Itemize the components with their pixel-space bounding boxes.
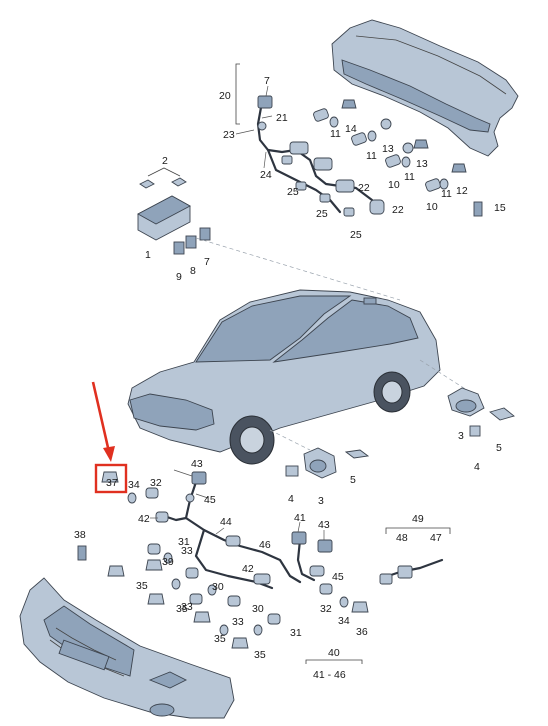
label-22: 22	[392, 204, 404, 216]
label-35: 35	[214, 633, 226, 645]
label-35: 35	[136, 580, 148, 592]
label-34: 34	[128, 479, 140, 491]
label-45: 45	[332, 571, 344, 583]
label-41-46: 41 - 46	[313, 669, 346, 681]
rear-bumper	[331, 19, 519, 157]
label-11: 11	[330, 128, 341, 140]
label-43: 43	[318, 519, 330, 531]
label-30: 30	[252, 603, 264, 615]
label-40: 40	[328, 647, 340, 659]
label-12: 12	[456, 185, 468, 197]
label-23: 23	[223, 129, 235, 141]
label-41: 41	[294, 512, 306, 524]
label-36: 36	[356, 626, 368, 638]
label-32: 32	[150, 477, 162, 489]
label-3: 3	[318, 495, 324, 507]
label-49: 49	[412, 513, 424, 525]
label-3: 3	[458, 430, 464, 442]
label-22: 22	[358, 182, 370, 194]
label-25: 25	[316, 208, 328, 220]
side-parts	[285, 387, 515, 479]
label-46: 46	[259, 539, 271, 551]
label-10: 10	[388, 179, 400, 191]
label-39: 39	[162, 556, 174, 568]
label-8: 8	[190, 265, 196, 277]
label-5: 5	[496, 442, 502, 454]
label-7: 7	[264, 75, 270, 87]
label-7: 7	[204, 256, 210, 268]
label-45: 45	[204, 494, 216, 506]
label-13: 13	[416, 158, 428, 170]
part-number-labels: 20 7 21 23 24 25 25 25 22 22 11 14 13 11…	[74, 75, 506, 681]
label-47: 47	[430, 532, 442, 544]
label-31: 31	[178, 536, 190, 548]
label-4: 4	[288, 493, 294, 505]
label-25: 25	[350, 229, 362, 241]
label-44: 44	[220, 516, 232, 528]
label-4: 4	[474, 461, 480, 473]
bracket-2	[147, 167, 181, 177]
label-48: 48	[396, 532, 408, 544]
label-20: 20	[219, 90, 231, 102]
front-sensor-harness	[155, 471, 333, 590]
label-33: 33	[232, 616, 244, 628]
label-21: 21	[276, 112, 288, 124]
label-10: 10	[426, 201, 438, 213]
label-11: 11	[404, 171, 415, 183]
car-body	[127, 289, 441, 465]
label-35: 35	[176, 603, 188, 615]
label-11: 11	[441, 188, 452, 200]
label-9: 9	[176, 271, 182, 283]
front-bumper	[19, 577, 235, 719]
label-33: 33	[181, 601, 193, 613]
bracket-40	[305, 659, 363, 664]
label-34: 34	[338, 615, 350, 627]
red-arrow-head	[103, 446, 115, 462]
label-31: 31	[290, 627, 302, 639]
front-sensors	[77, 471, 369, 649]
label-43: 43	[191, 458, 203, 470]
highlight-box-37[interactable]	[94, 463, 128, 494]
parking-aid-control-unit	[137, 177, 211, 255]
label-30: 30	[212, 581, 224, 593]
rear-sensors	[313, 99, 483, 217]
rear-sensor-harness	[256, 95, 385, 217]
label-5: 5	[350, 474, 356, 486]
label-15: 15	[494, 202, 506, 214]
label-1: 1	[145, 249, 151, 261]
label-14: 14	[345, 123, 357, 135]
label-38: 38	[74, 529, 86, 541]
label-35: 35	[254, 649, 266, 661]
label-2: 2	[162, 155, 168, 167]
label-42: 42	[242, 563, 254, 575]
highlight-callout	[91, 381, 128, 494]
label-37: 37	[106, 477, 118, 489]
label-11: 11	[366, 150, 377, 162]
sensor-bracket	[379, 527, 451, 585]
label-13: 13	[382, 143, 394, 155]
label-32: 32	[320, 603, 332, 615]
label-33: 33	[181, 545, 193, 557]
red-arrow	[91, 381, 111, 453]
bracket-20	[235, 63, 240, 125]
label-42: 42	[138, 513, 150, 525]
label-24: 24	[260, 169, 272, 181]
label-25: 25	[287, 186, 299, 198]
